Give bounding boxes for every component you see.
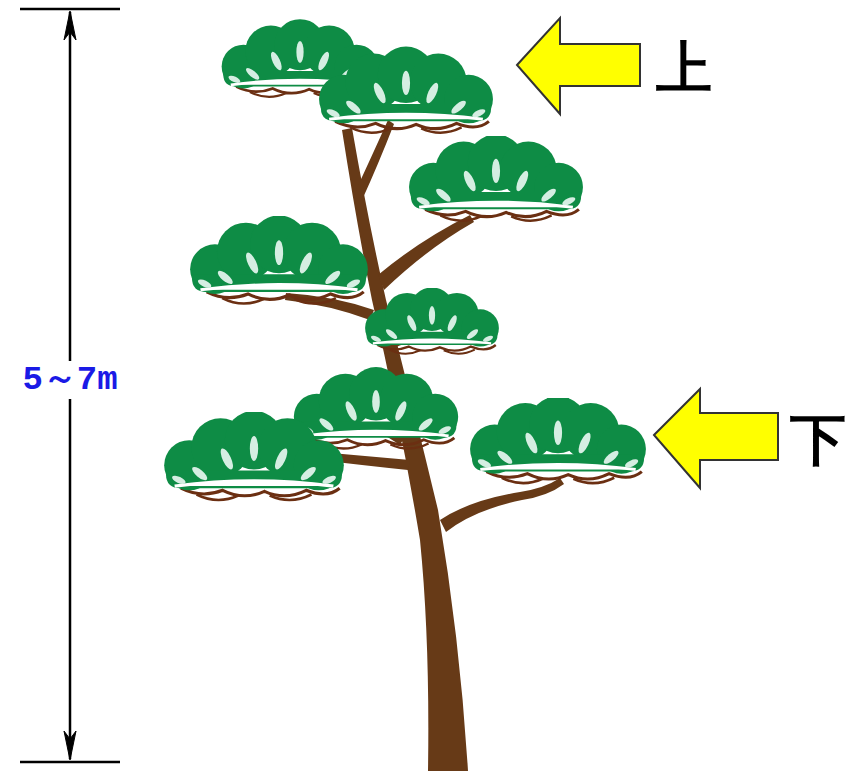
- position-label: 下: [790, 412, 846, 468]
- pine-foliage: [164, 19, 646, 500]
- dimension-label: 5～7m: [20, 361, 119, 399]
- dimension-line: [20, 9, 120, 762]
- pointer-arrow: [654, 389, 778, 488]
- position-label: 上: [656, 40, 712, 96]
- pointer-arrow: [517, 18, 640, 114]
